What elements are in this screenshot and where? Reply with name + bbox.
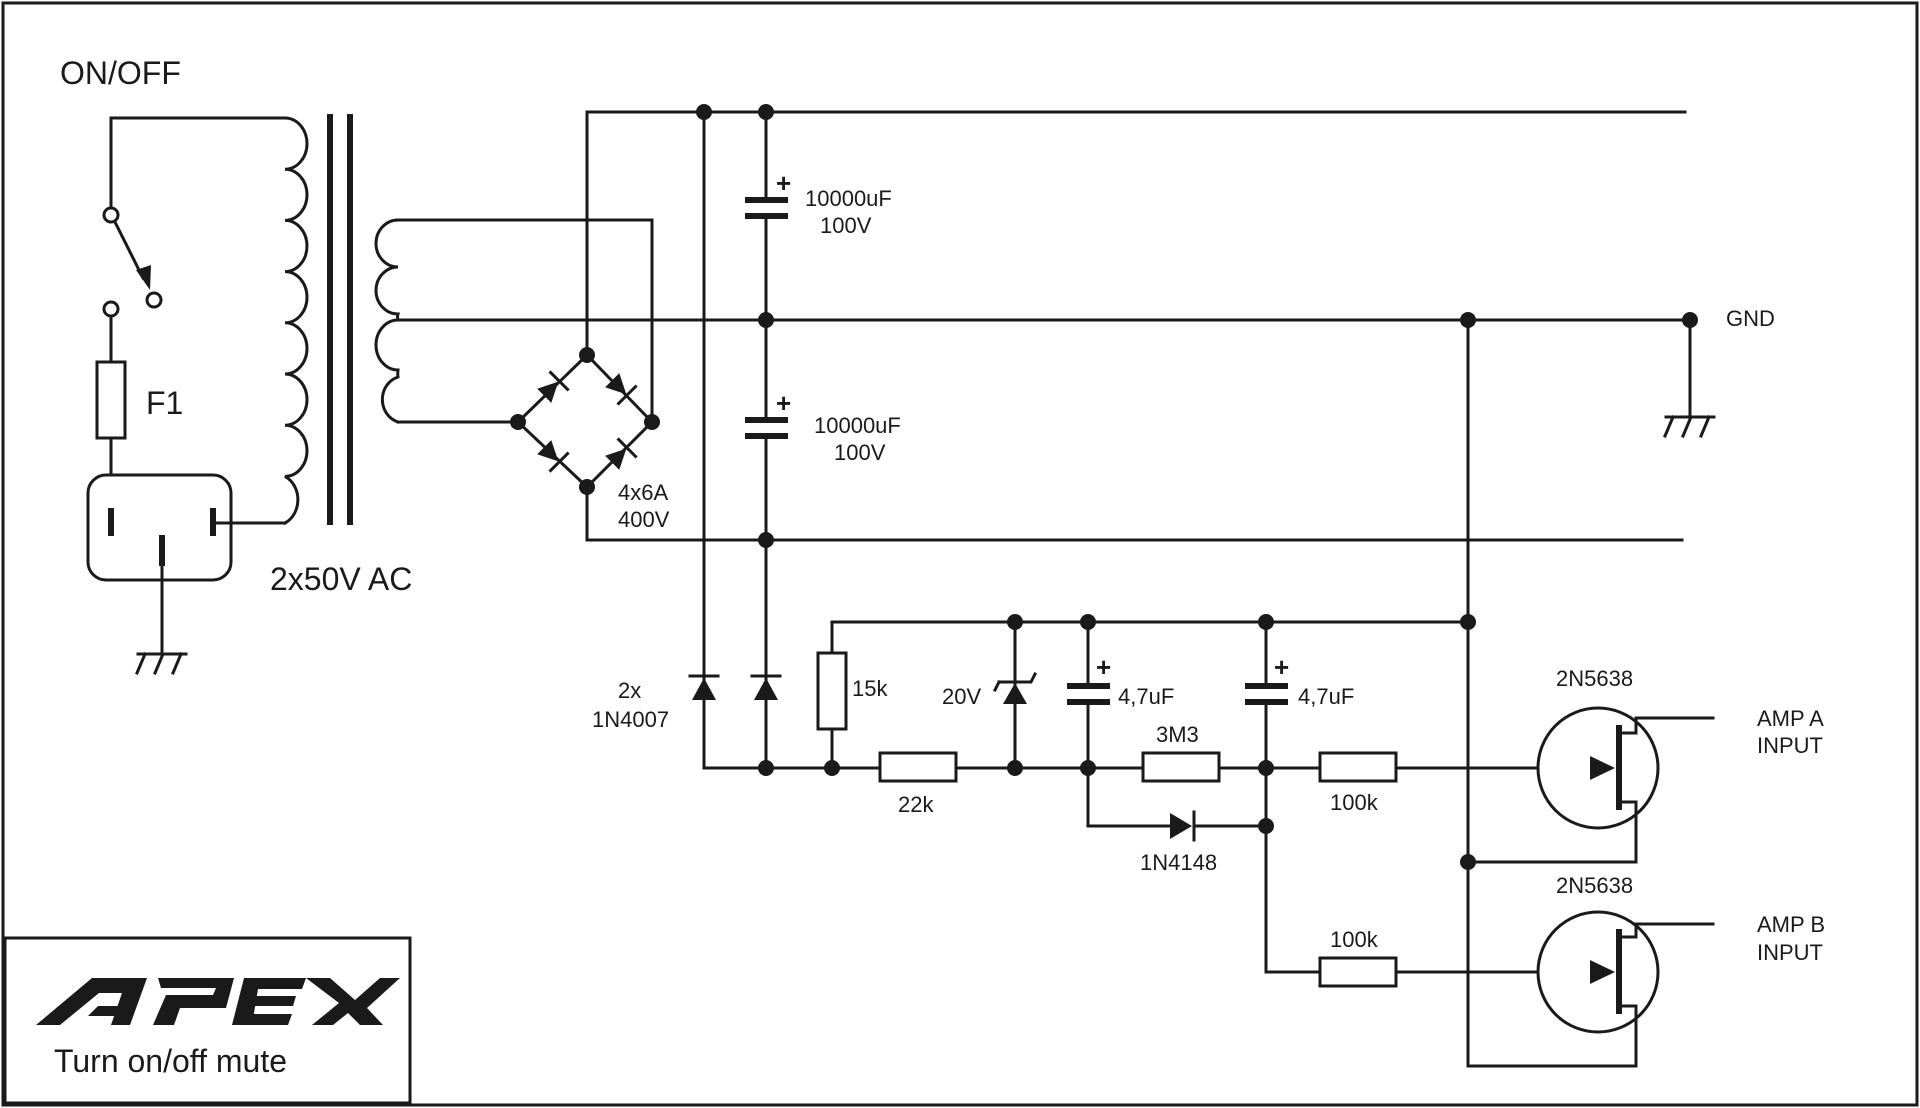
bridge-diamond [515, 352, 655, 490]
apex-logo [36, 978, 400, 1025]
filter-capacitors [696, 104, 788, 770]
plus-c47b: + [1274, 652, 1289, 682]
label-fuse: F1 [146, 385, 183, 421]
label-cap-bottom-value: 10000uF [814, 413, 901, 438]
logo-caption: Turn on/off mute [54, 1043, 287, 1079]
positive-rail [585, 110, 1687, 357]
label-3m3: 3M3 [1156, 722, 1199, 747]
logo-box: Turn on/off mute [3, 936, 412, 1105]
wire-switch-to-primary [109, 116, 287, 217]
ground-hatch-right [1663, 415, 1711, 438]
primary-coil [282, 116, 309, 526]
label-amp-b-1: AMP B [1757, 912, 1825, 937]
secondary-coil [374, 218, 401, 424]
wire-d1-to-node [702, 110, 1272, 770]
resistor-15k [816, 651, 848, 731]
jfet-a [1460, 706, 1715, 870]
label-gnd: GND [1726, 306, 1775, 331]
zener-20v [992, 671, 1038, 704]
label-bridge-2: 400V [618, 507, 670, 532]
bridge-rectifier [510, 110, 1687, 542]
label-amp-b-2: INPUT [1757, 940, 1823, 965]
label-amp-a-2: INPUT [1757, 733, 1823, 758]
plus-c47a: + [1096, 652, 1111, 682]
ground-hatch-left [135, 652, 183, 675]
jfet-b-gate-arrow [1590, 960, 1615, 984]
switch-contact-right [145, 291, 163, 309]
transformer [282, 114, 1692, 526]
mains-socket [86, 473, 233, 582]
switch-arrow [136, 265, 151, 290]
label-jfet-b: 2N5638 [1556, 873, 1633, 898]
label-cap-top-value: 10000uF [805, 186, 892, 211]
jfet-b-drain [1617, 922, 1715, 939]
wire-c47a-bottom [1086, 702, 1177, 828]
jfet-a-drain [1617, 716, 1715, 735]
wire-c47b-bottom [1264, 702, 1322, 974]
mute-circuit [688, 110, 1590, 988]
switch-contact-top [102, 206, 120, 224]
plus-cap1: + [776, 168, 791, 198]
label-zener: 20V [942, 684, 981, 709]
label-cap-bottom-voltage: 100V [834, 440, 886, 465]
label-15k: 15k [852, 676, 888, 701]
jfet-b-source [1617, 1004, 1638, 1068]
jfet-a-gate-arrow [1590, 756, 1615, 780]
switch-lever [112, 219, 146, 281]
switch-contact-bottom [102, 300, 120, 318]
resistor-100k-b [1318, 956, 1398, 988]
resistor-100k-a [1318, 751, 1398, 783]
label-transformer: 2x50V AC [270, 561, 412, 597]
fuse-f1 [95, 360, 127, 440]
label-diodes-2: 1N4007 [592, 707, 669, 732]
label-amp-a-1: AMP A [1757, 706, 1824, 731]
jfet-a-source [1466, 800, 1638, 864]
mute-upper-rail [830, 620, 1470, 655]
wire-gnd-vertical [1466, 318, 1634, 1068]
plus-cap2: + [776, 388, 791, 418]
label-100k-a: 100k [1330, 790, 1379, 815]
label-jfet-a: 2N5638 [1556, 666, 1633, 691]
mains-section [86, 116, 287, 675]
label-1n4148: 1N4148 [1140, 850, 1217, 875]
label-cap-47-a: 4,7uF [1118, 684, 1174, 709]
diode-1n4007-a [688, 674, 720, 700]
negative-rail [585, 485, 1684, 542]
label-diodes-1: 2x [618, 678, 641, 703]
wire-secondary-top [396, 218, 654, 422]
label-switch: ON/OFF [60, 55, 181, 91]
jfet-b [1536, 910, 1715, 1068]
label-bridge-1: 4x6A [618, 480, 668, 505]
label-cap-47-b: 4,7uF [1298, 684, 1354, 709]
label-100k-b: 100k [1330, 927, 1379, 952]
label-cap-top-voltage: 100V [820, 213, 872, 238]
diode-1n4148 [1170, 810, 1196, 842]
gnd-terminal [1460, 312, 1716, 1068]
resistor-3m3 [1141, 751, 1221, 783]
label-22k: 22k [898, 792, 934, 817]
diode-1n4007-b [750, 674, 782, 700]
resistor-22k [878, 751, 958, 783]
